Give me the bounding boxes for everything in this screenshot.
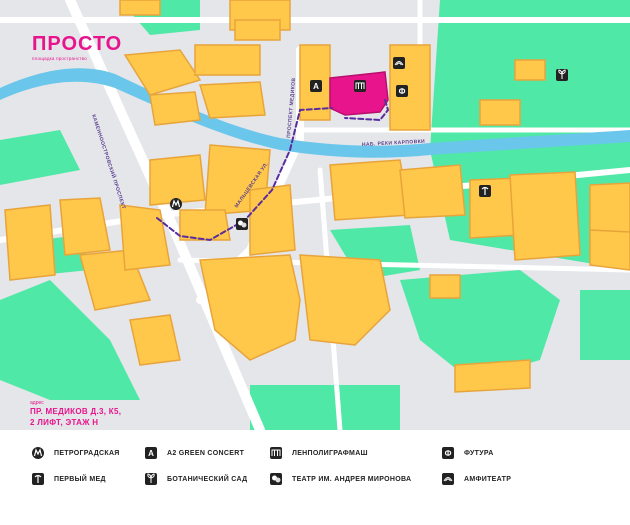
legend-item-theatre: ТЕАТР ИМ. АНДРЕЯ МИРОНОВА	[268, 472, 411, 486]
theatre-icon	[270, 473, 282, 485]
legend-label: БОТАНИЧЕСКИЙ САД	[167, 475, 248, 483]
futura-icon	[442, 447, 454, 459]
legend-item-pervy-med: ПЕРВЫЙ МЕД	[30, 472, 106, 486]
address-line-1: ПР. МЕДИКОВ Д.3, К5,	[30, 407, 122, 416]
metro-icon	[31, 446, 45, 460]
legend-label: ПЕРВЫЙ МЕД	[54, 475, 106, 483]
marker-a2-icon[interactable]	[310, 80, 322, 92]
legend-item-lenpoligraf: ЛЕНПОЛИГРАФМАШ	[268, 446, 368, 460]
legend-item-futura: ФУТУРА	[440, 446, 494, 460]
marker-pervy-med-icon[interactable]	[478, 184, 492, 198]
marker-amfiteatr-icon[interactable]	[392, 56, 406, 70]
marker-metro-icon[interactable]	[169, 197, 183, 211]
pervy-med-icon	[31, 472, 45, 486]
legend-label: ТЕАТР ИМ. АНДРЕЯ МИРОНОВА	[292, 475, 412, 483]
brand-name: ПРОСТО	[32, 33, 123, 55]
legend-label: A2 GREEN CONCERT	[167, 449, 245, 457]
botanic-icon	[144, 472, 158, 486]
brand-tagline: площадка пространство	[32, 56, 87, 61]
a2-icon	[145, 447, 157, 459]
marker-futura-icon[interactable]	[396, 85, 408, 97]
amfiteatr-icon	[441, 472, 455, 486]
legend-label: ЛЕНПОЛИГРАФМАШ	[292, 449, 368, 457]
address-line-2: 2 ЛИФТ, ЭТАЖ Н	[30, 418, 99, 427]
address-label: адрес	[30, 400, 44, 406]
venue-building[interactable]	[329, 71, 389, 116]
city-map[interactable]: A Ф	[0, 0, 630, 430]
lenpoligraf-icon	[269, 446, 283, 460]
legend-item-amfiteatr: АМФИТЕАТР	[440, 472, 511, 486]
address-block: адрес ПР. МЕДИКОВ Д.3, К5, 2 ЛИФТ, ЭТАЖ …	[30, 400, 121, 428]
river-karpovka	[0, 68, 630, 158]
marker-theatre-icon[interactable]	[236, 218, 248, 230]
legend-label: АМФИТЕАТР	[464, 475, 512, 483]
legend-item-botanic: БОТАНИЧЕСКИЙ САД	[143, 472, 247, 486]
marker-botanic-icon[interactable]	[555, 68, 569, 82]
map-legend: ПЕТРОГРАДСКАЯ A2 GREEN CONCERT ЛЕНПОЛИГР…	[30, 446, 620, 506]
legend-label: ПЕТРОГРАДСКАЯ	[54, 449, 120, 457]
walking-routes	[156, 99, 390, 242]
street-label-medikov: ПРОСПЕКТ МЕДИКОВ	[286, 77, 297, 138]
marker-lenpoligraf-icon[interactable]	[353, 79, 367, 93]
legend-label: ФУТУРА	[464, 449, 494, 457]
legend-item-a2: A2 GREEN CONCERT	[143, 446, 244, 460]
legend-item-metro: ПЕТРОГРАДСКАЯ	[30, 446, 120, 460]
street-label-karpovki: НАБ. РЕКИ КАРПОВКИ	[362, 139, 425, 148]
brand-logo: ПРОСТО площадка пространство	[32, 34, 122, 61]
